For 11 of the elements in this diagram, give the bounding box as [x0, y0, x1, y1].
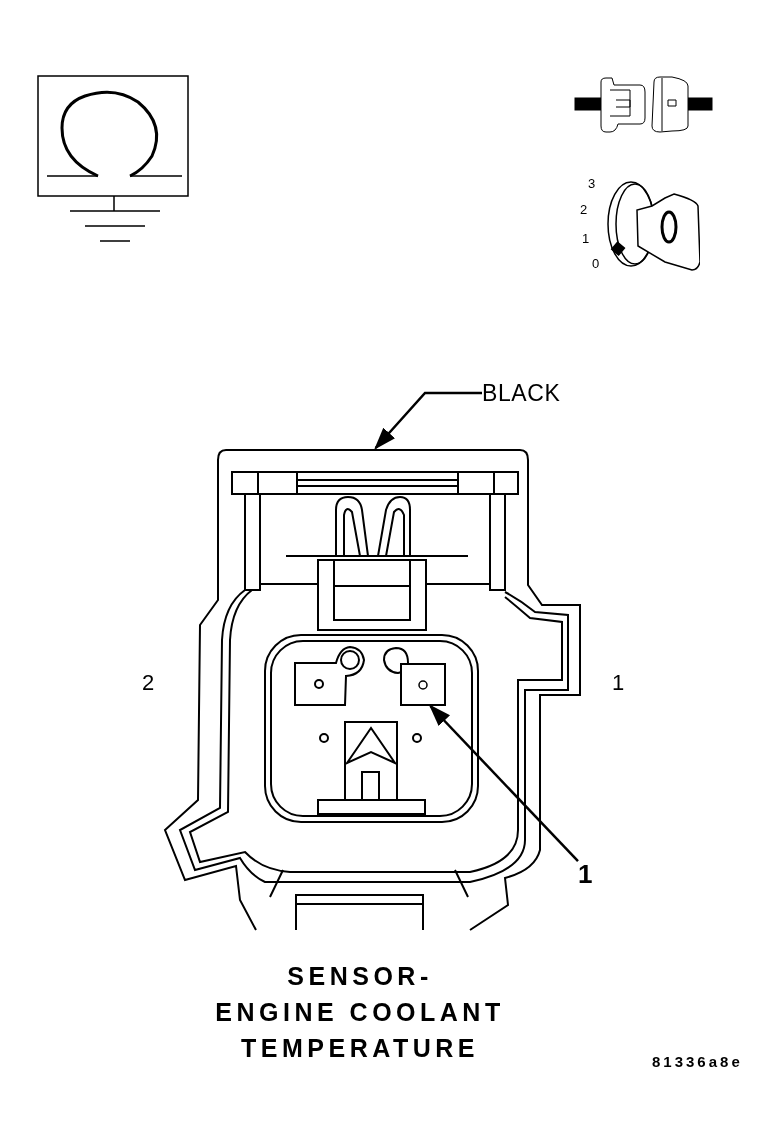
position-number: 2 [580, 203, 588, 216]
position-number: 3 [588, 177, 596, 190]
cavity-number: 2 [142, 672, 155, 694]
cavity-number: 1 [612, 672, 625, 694]
leader-line [374, 391, 482, 450]
callout-number: 1 [578, 858, 600, 890]
leader-arrow [428, 704, 579, 863]
position-number: 0 [592, 257, 600, 270]
caption: SENSOR- ENGINE COOLANT TEMPERATURE [214, 961, 506, 1064]
position-number: 1 [582, 232, 590, 245]
figure-code: 81336a8e [652, 1054, 743, 1069]
